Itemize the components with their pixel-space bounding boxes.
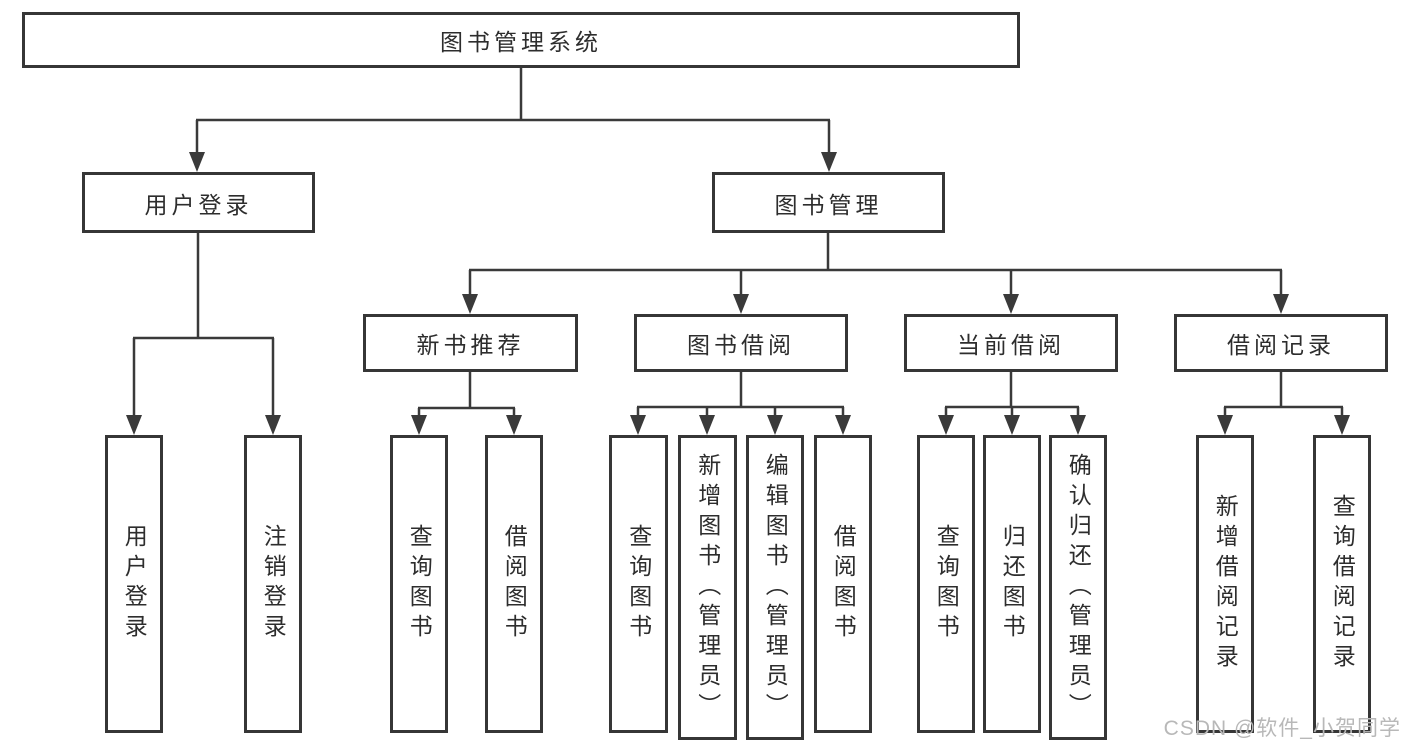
leaf-recommend-query-books: 查询图书 bbox=[390, 435, 448, 733]
leaf-label: 新增借阅记录 bbox=[1212, 494, 1239, 674]
leaf-current-query-books: 查询图书 bbox=[917, 435, 975, 733]
leaf-borrow-add-books-admin: 新增图书（管理员） bbox=[678, 435, 737, 740]
node-root-system: 图书管理系统 bbox=[22, 12, 1020, 68]
leaf-label: 编辑图书（管理员） bbox=[762, 452, 789, 723]
node-book-management-branch: 图书管理 bbox=[712, 172, 945, 233]
leaf-label: 查询图书 bbox=[933, 524, 960, 644]
leaf-user-login: 用户登录 bbox=[105, 435, 163, 733]
leaf-logout: 注销登录 bbox=[244, 435, 302, 733]
leaf-current-return-books: 归还图书 bbox=[983, 435, 1041, 733]
leaf-label: 借阅图书 bbox=[501, 524, 528, 644]
connector-segments bbox=[132, 66, 1344, 418]
leaf-borrow-borrow-books: 借阅图书 bbox=[814, 435, 872, 733]
leaf-label: 归还图书 bbox=[999, 524, 1026, 644]
leaf-label: 注销登录 bbox=[260, 524, 287, 644]
node-current-borrowing: 当前借阅 bbox=[904, 314, 1118, 372]
leaf-borrow-query-books: 查询图书 bbox=[609, 435, 668, 733]
leaf-recommend-borrow-books: 借阅图书 bbox=[485, 435, 543, 733]
leaf-label: 查询图书 bbox=[406, 524, 433, 644]
csdn-watermark: CSDN @软件_小贺同学 bbox=[1163, 717, 1401, 740]
node-book-borrowing: 图书借阅 bbox=[634, 314, 848, 372]
leaf-label: 查询图书 bbox=[625, 524, 652, 644]
leaf-borrow-edit-books-admin: 编辑图书（管理员） bbox=[746, 435, 804, 740]
leaf-label: 查询借阅记录 bbox=[1329, 494, 1356, 674]
leaf-label: 新增图书（管理员） bbox=[694, 452, 721, 723]
node-user-login-branch: 用户登录 bbox=[82, 172, 315, 233]
node-new-book-recommend: 新书推荐 bbox=[363, 314, 578, 372]
leaf-label: 确认归还（管理员） bbox=[1065, 452, 1092, 723]
leaf-records-add-record: 新增借阅记录 bbox=[1196, 435, 1254, 733]
node-borrowing-records: 借阅记录 bbox=[1174, 314, 1388, 372]
leaf-label: 用户登录 bbox=[121, 524, 148, 644]
leaf-records-query-record: 查询借阅记录 bbox=[1313, 435, 1371, 733]
leaf-current-confirm-return-admin: 确认归还（管理员） bbox=[1049, 435, 1107, 740]
leaf-label: 借阅图书 bbox=[830, 524, 857, 644]
